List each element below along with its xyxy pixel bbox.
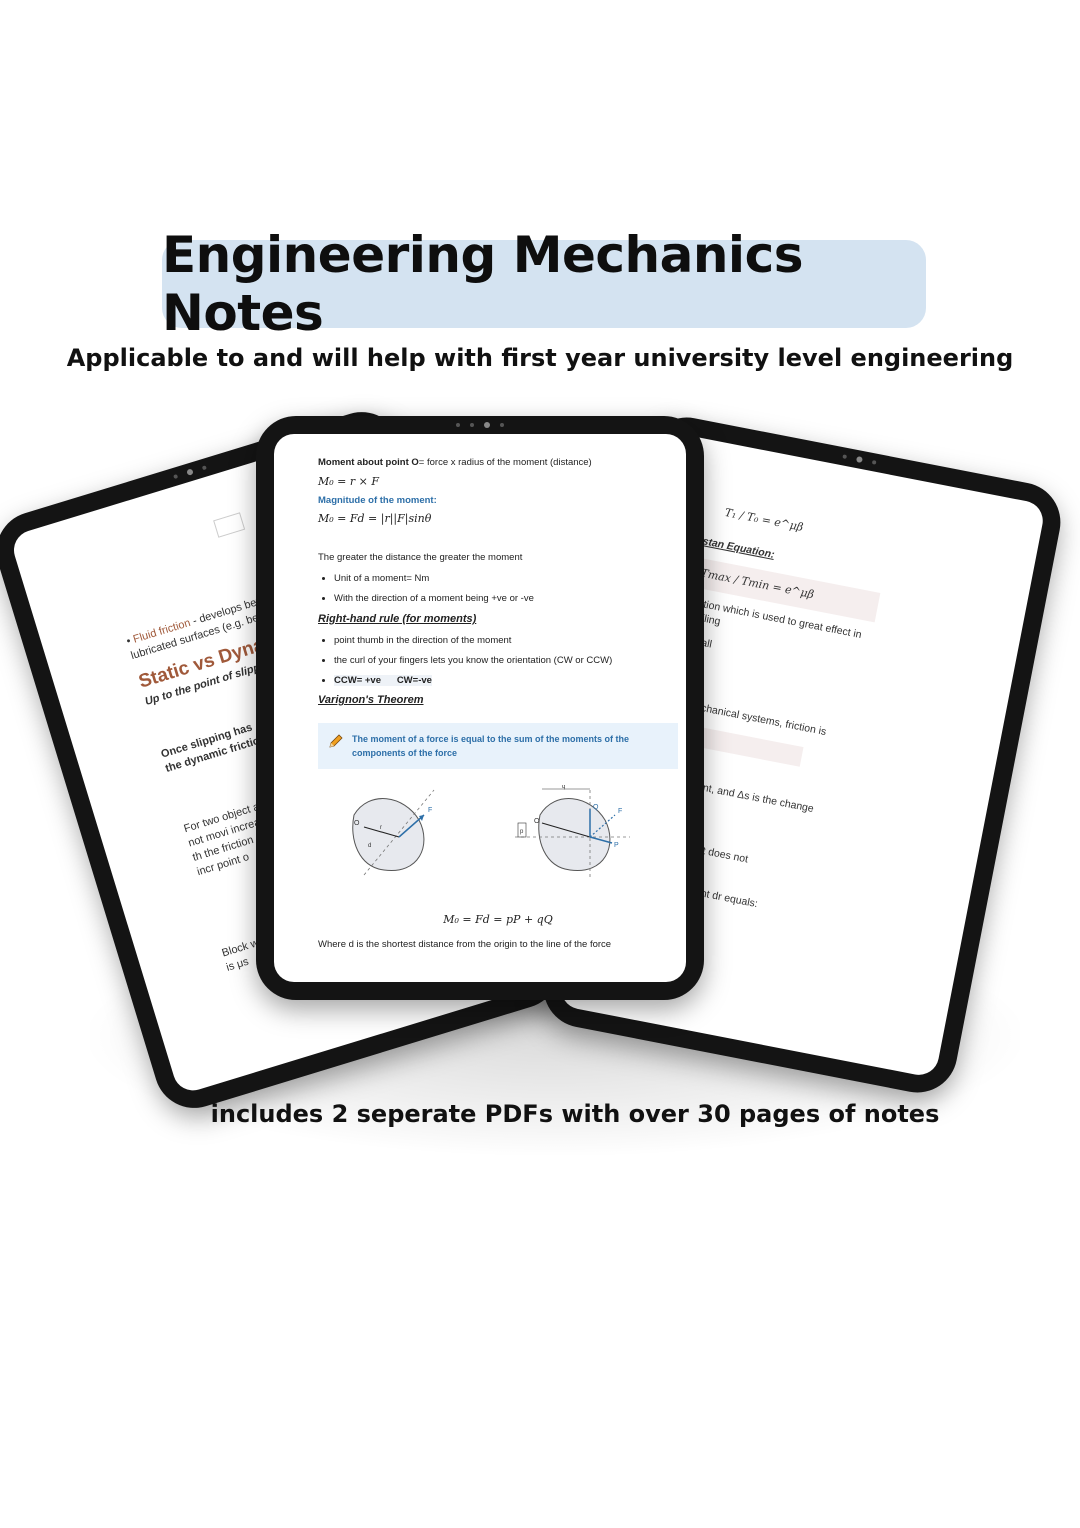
moment-definition: Moment about point O= force x radius of … bbox=[318, 456, 678, 469]
title-banner: Engineering Mechanics Notes bbox=[162, 226, 926, 342]
svg-text:d: d bbox=[368, 843, 371, 849]
shortest-distance-note: Where d is the shortest distance from th… bbox=[318, 939, 612, 950]
page-title: Engineering Mechanics Notes bbox=[162, 226, 803, 342]
svg-text:P: P bbox=[614, 842, 619, 849]
moment-diagrams: O F r d q p O bbox=[318, 785, 678, 903]
eq-moment-cross: M₀ = r × F bbox=[318, 475, 379, 488]
page-subtitle: Applicable to and will help with first y… bbox=[66, 344, 1014, 372]
magnitude-label: Magnitude of the moment: bbox=[318, 495, 437, 506]
varignon-heading: Varignon's Theorem bbox=[318, 694, 424, 706]
svg-text:F: F bbox=[428, 807, 432, 814]
varignon-callout: The moment of a force is equal to the su… bbox=[318, 723, 678, 769]
svg-text:O: O bbox=[354, 820, 360, 827]
eq-varignon: M₀ = Fd = pP + qQ bbox=[443, 913, 553, 926]
bullet-unit: Unit of a moment= Nm bbox=[334, 572, 678, 585]
tablet-right-camera bbox=[842, 454, 877, 465]
svg-text:p: p bbox=[520, 829, 524, 835]
tablet-center-camera bbox=[456, 422, 504, 428]
center-page-content: Moment about point O= force x radius of … bbox=[318, 456, 678, 951]
bullet-direction: With the direction of a moment being +ve… bbox=[334, 592, 678, 605]
tablet-center: Moment about point O= force x radius of … bbox=[256, 416, 704, 1000]
eq-moment-magnitude: M₀ = Fd = |r||F|sinθ bbox=[318, 512, 432, 525]
svg-text:F: F bbox=[618, 808, 622, 815]
tablet-center-screen: Moment about point O= force x radius of … bbox=[274, 434, 686, 982]
table-fragment bbox=[213, 512, 246, 538]
distance-note: The greater the distance the greater the… bbox=[318, 552, 523, 563]
rhr-bullets: point thumb in the direction of the mome… bbox=[318, 634, 678, 687]
bullet-ccw: CCW= +ve CW=-ve bbox=[334, 674, 678, 687]
bullet-thumb: point thumb in the direction of the mome… bbox=[334, 634, 678, 647]
moment-diagram-1: O F r d bbox=[352, 789, 435, 876]
footer-text: includes 2 seperate PDFs with over 30 pa… bbox=[210, 1100, 940, 1128]
bullet-curl: the curl of your fingers lets you know t… bbox=[334, 654, 678, 667]
svg-text:Q: Q bbox=[593, 804, 599, 811]
svg-text:O: O bbox=[534, 818, 540, 825]
right-hand-rule-heading: Right-hand rule (for moments) bbox=[318, 613, 477, 625]
svg-text:r: r bbox=[380, 825, 382, 831]
pencil-icon bbox=[328, 733, 344, 753]
callout-text: The moment of a force is equal to the su… bbox=[352, 734, 630, 758]
moment-definition-text: = force x radius of the moment (distance… bbox=[418, 457, 592, 468]
ccw-text: CCW= +ve CW=-ve bbox=[334, 675, 432, 686]
moment-bullets: Unit of a moment= Nm With the direction … bbox=[318, 572, 678, 605]
svg-text:q: q bbox=[562, 785, 565, 790]
moment-term: Moment about point O bbox=[318, 457, 419, 468]
moment-diagram-2: q p O Q P F bbox=[515, 785, 630, 880]
